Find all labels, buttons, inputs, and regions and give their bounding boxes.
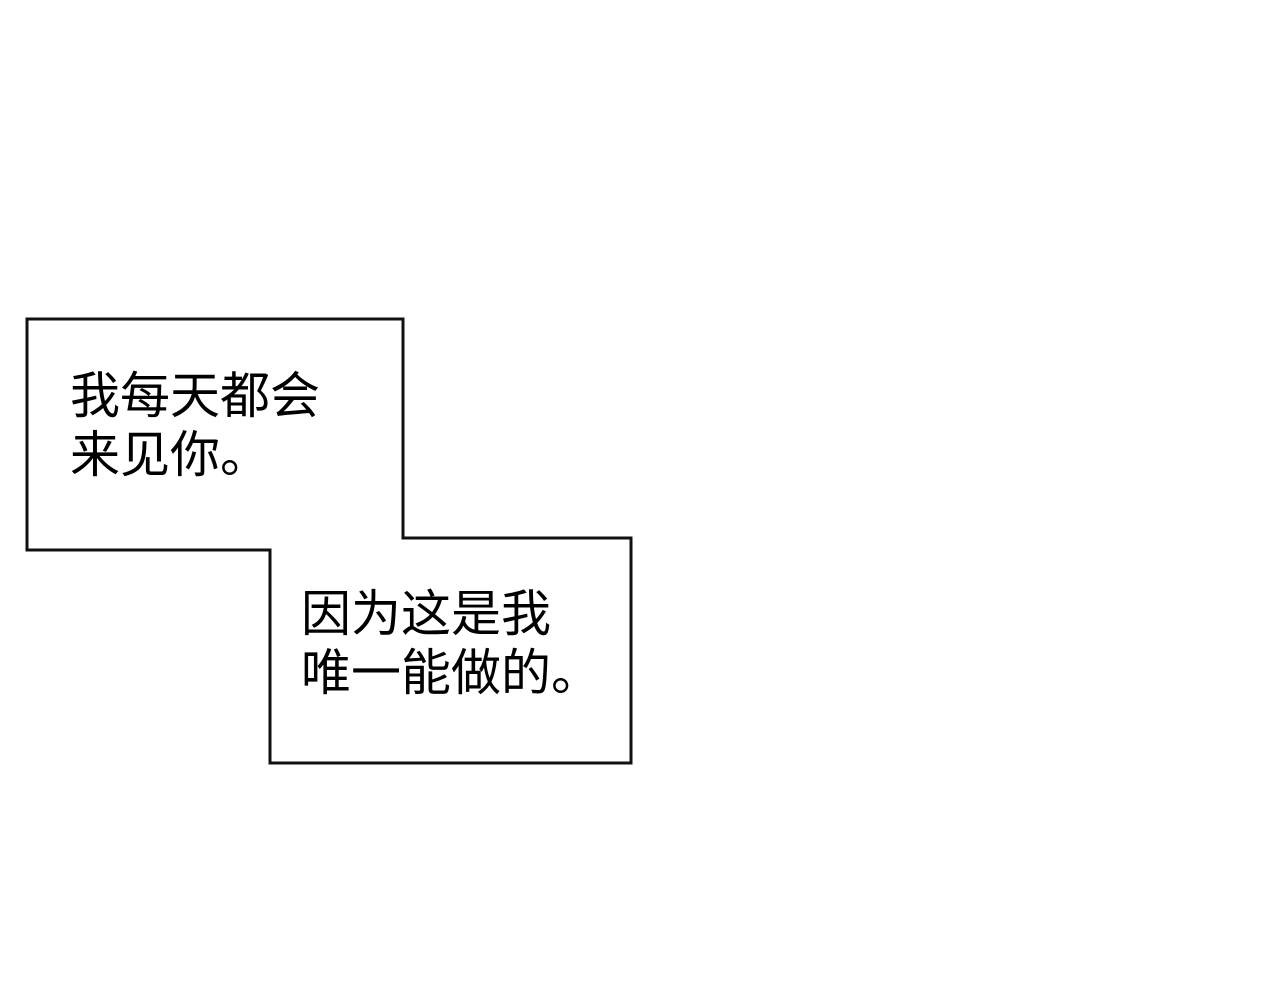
caption-top-line-2: 来见你。 [70,426,270,484]
caption-bottom-line-1: 因为这是我 [301,585,551,643]
caption-text-top: 我每天都会 来见你。 [70,367,320,485]
caption-box-border [25,317,633,765]
caption-bottom-line-2: 唯一能做的。 [301,644,601,702]
caption-text-bottom: 因为这是我 唯一能做的。 [301,585,601,703]
caption-top-line-1: 我每天都会 [70,367,320,425]
